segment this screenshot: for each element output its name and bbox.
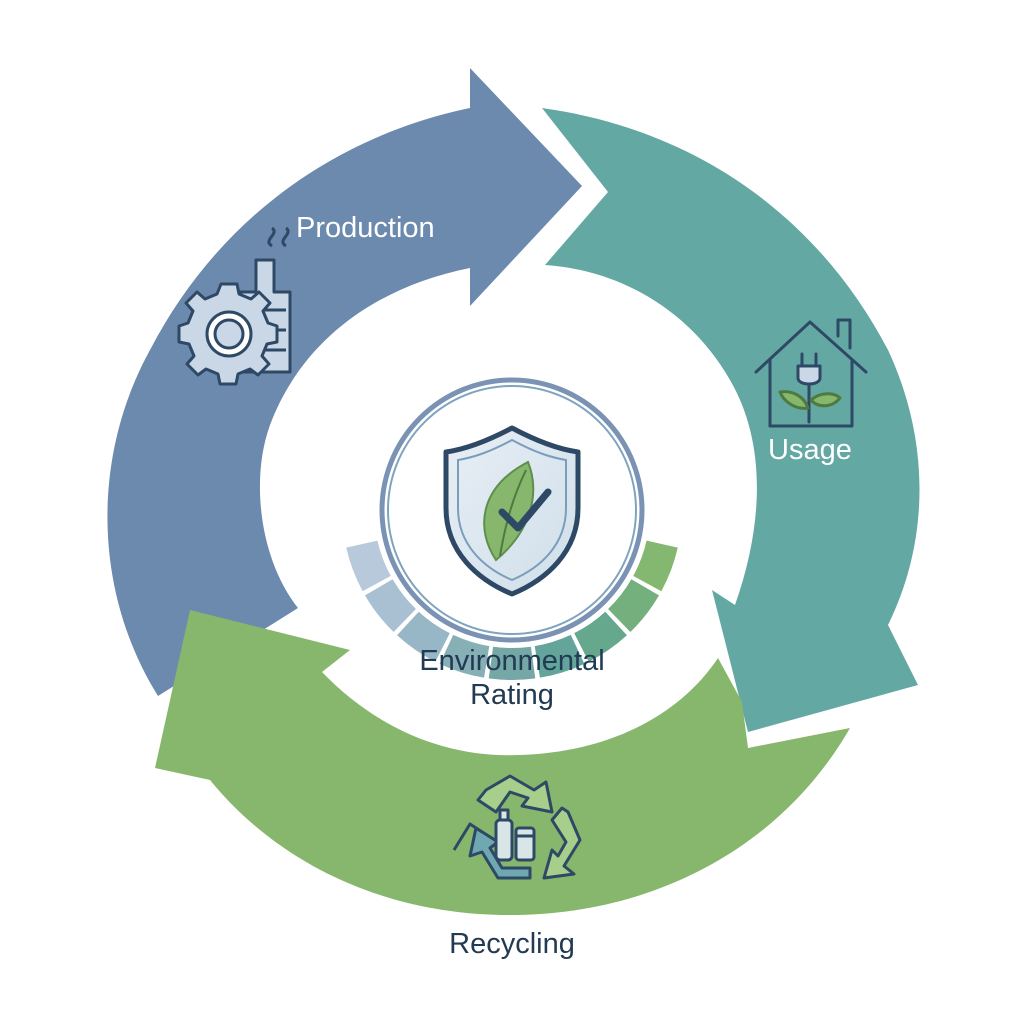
production-label: Production <box>296 212 435 244</box>
production-arrow <box>107 68 582 696</box>
gauge-segment <box>534 634 585 678</box>
gauge-segment <box>488 646 536 680</box>
gauge-segment <box>608 579 660 633</box>
recycling-label: Recycling <box>449 928 575 960</box>
gauge-segment <box>439 634 490 678</box>
recycling-arrow <box>155 610 850 915</box>
center-title-line2: Rating <box>470 679 554 711</box>
gauge-segment <box>397 611 450 662</box>
rating-gauge <box>346 540 678 680</box>
shield-leaf-check-icon <box>443 425 581 597</box>
factory-gear-icon <box>177 226 292 386</box>
gauge-segment <box>574 611 627 662</box>
gauge-segment <box>364 579 416 633</box>
usage-label: Usage <box>768 434 852 466</box>
center-title-line1: Environmental <box>419 645 605 677</box>
gauge-segment <box>633 540 678 592</box>
recycle-bottle-can-icon <box>452 774 582 880</box>
usage-arrow <box>542 108 920 732</box>
gauge-inner-ring <box>379 377 645 643</box>
house-plug-plant-icon <box>754 318 868 428</box>
gauge-segment <box>346 540 391 592</box>
environmental-rating-title: Environmental Rating <box>362 644 662 712</box>
